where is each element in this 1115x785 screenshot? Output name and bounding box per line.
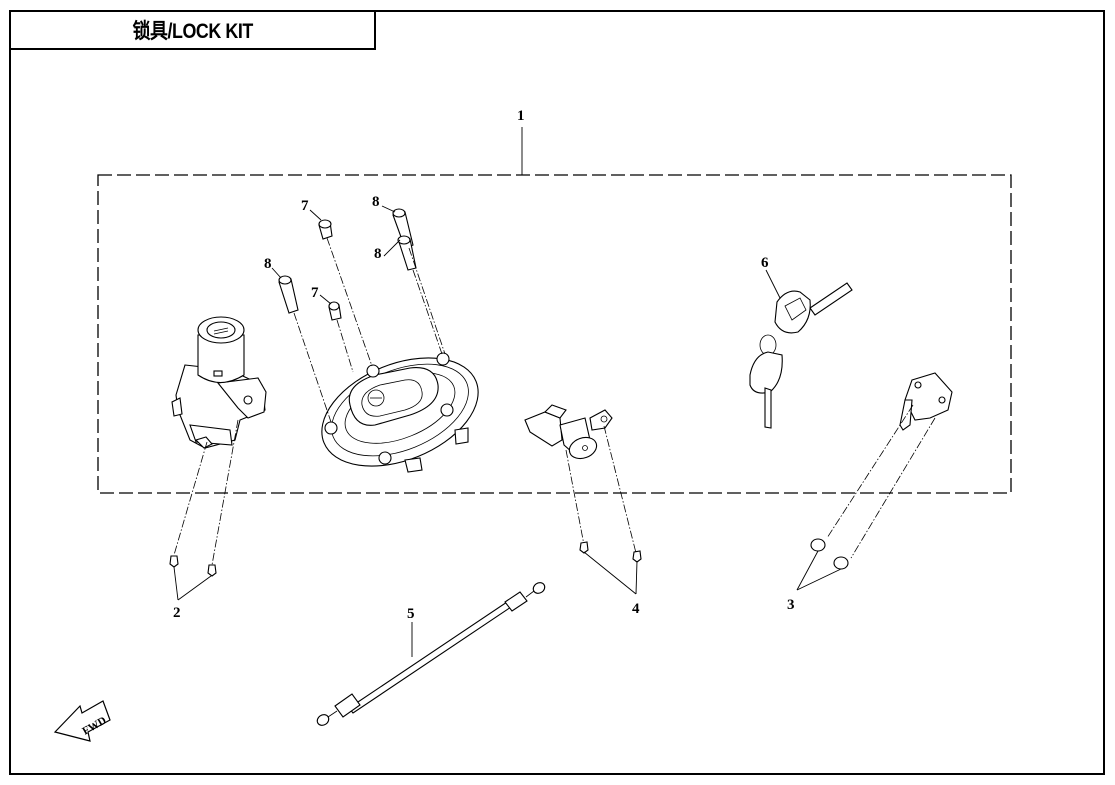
ignition-screws — [169, 419, 239, 601]
callout-2: 2 — [173, 605, 181, 621]
fuel-cap — [321, 352, 479, 473]
callout-4: 4 — [632, 601, 640, 617]
bracket-screws — [565, 425, 642, 595]
seat-lock-bracket — [524, 404, 613, 460]
latch-screws — [796, 404, 936, 591]
kit-boundary — [97, 174, 1012, 494]
title-block: 锁具/LOCK KIT — [9, 10, 376, 50]
lock-cable — [316, 582, 546, 726]
key-set — [749, 269, 853, 429]
callout-8-right: 8 — [374, 246, 382, 262]
callout-8-left: 8 — [264, 256, 272, 272]
callout-7-top: 7 — [301, 198, 309, 214]
callout-6: 6 — [761, 255, 769, 271]
drawing-frame — [9, 10, 1105, 775]
callout-7-lower: 7 — [311, 285, 319, 301]
callout-3: 3 — [787, 597, 795, 613]
callout-5: 5 — [407, 606, 415, 622]
fwd-arrow-icon: FWD — [53, 700, 111, 742]
ignition-switch — [171, 316, 267, 449]
callout-1: 1 — [517, 108, 525, 124]
seat-lock-latch — [899, 372, 953, 431]
callout-8-top: 8 — [372, 194, 380, 210]
fuel-cap-bolts — [271, 205, 446, 423]
page-title: 锁具/LOCK KIT — [132, 20, 253, 43]
